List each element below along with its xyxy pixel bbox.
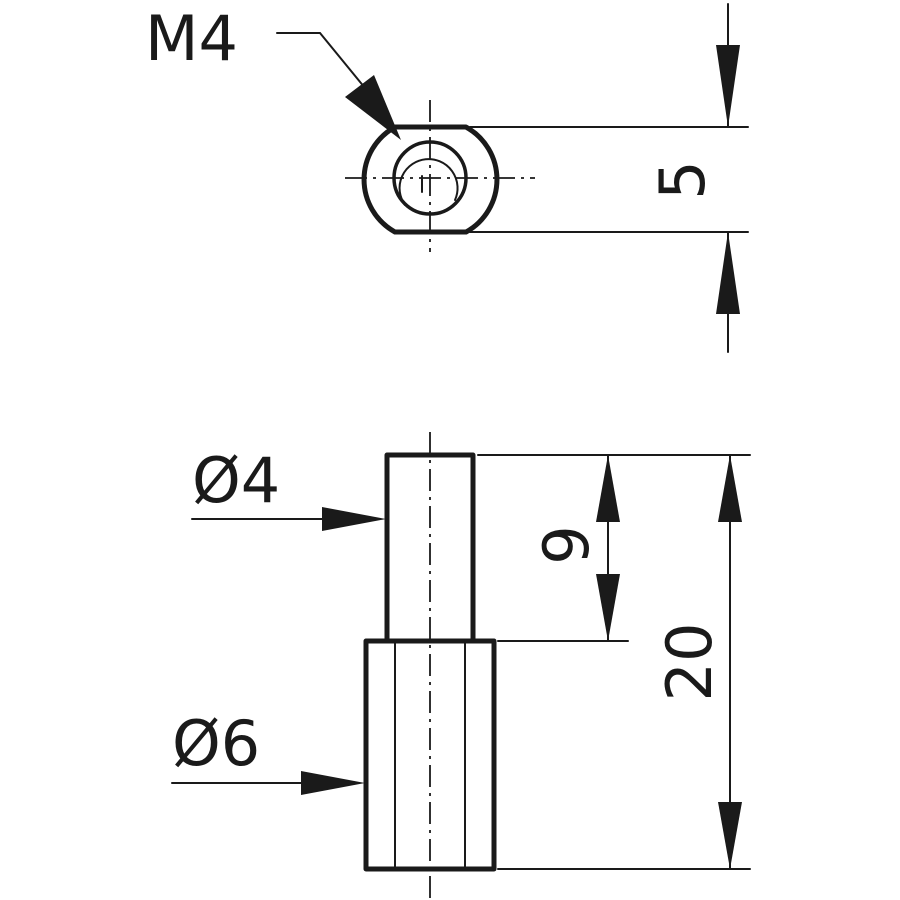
pin-diameter-label: Ø4	[192, 444, 280, 517]
top-view: M4 5	[145, 2, 749, 353]
thread-leader-arrow	[345, 75, 401, 140]
thread-label: M4	[145, 2, 238, 75]
dim9-arrow-down	[596, 574, 620, 641]
dim20-value: 20	[653, 623, 726, 702]
dim9-value: 9	[530, 525, 603, 564]
dim5-arrow-up	[716, 232, 740, 314]
dim5-arrow-down	[716, 45, 740, 127]
dim20-arrow-up	[718, 455, 742, 522]
body-diameter-label: Ø6	[172, 707, 260, 780]
dim9-arrow-up	[596, 455, 620, 522]
body-outline	[363, 638, 497, 872]
dim5-value: 5	[646, 160, 719, 199]
dim20-arrow-down	[718, 802, 742, 869]
pin-diameter-arrow	[322, 507, 386, 531]
flattened-round-outline	[361, 124, 500, 235]
thread-inner-arc	[398, 158, 459, 206]
thread-leader-line	[276, 32, 366, 89]
side-view: Ø4 Ø6 9 20	[171, 432, 751, 900]
body-diameter-arrow	[301, 771, 365, 795]
